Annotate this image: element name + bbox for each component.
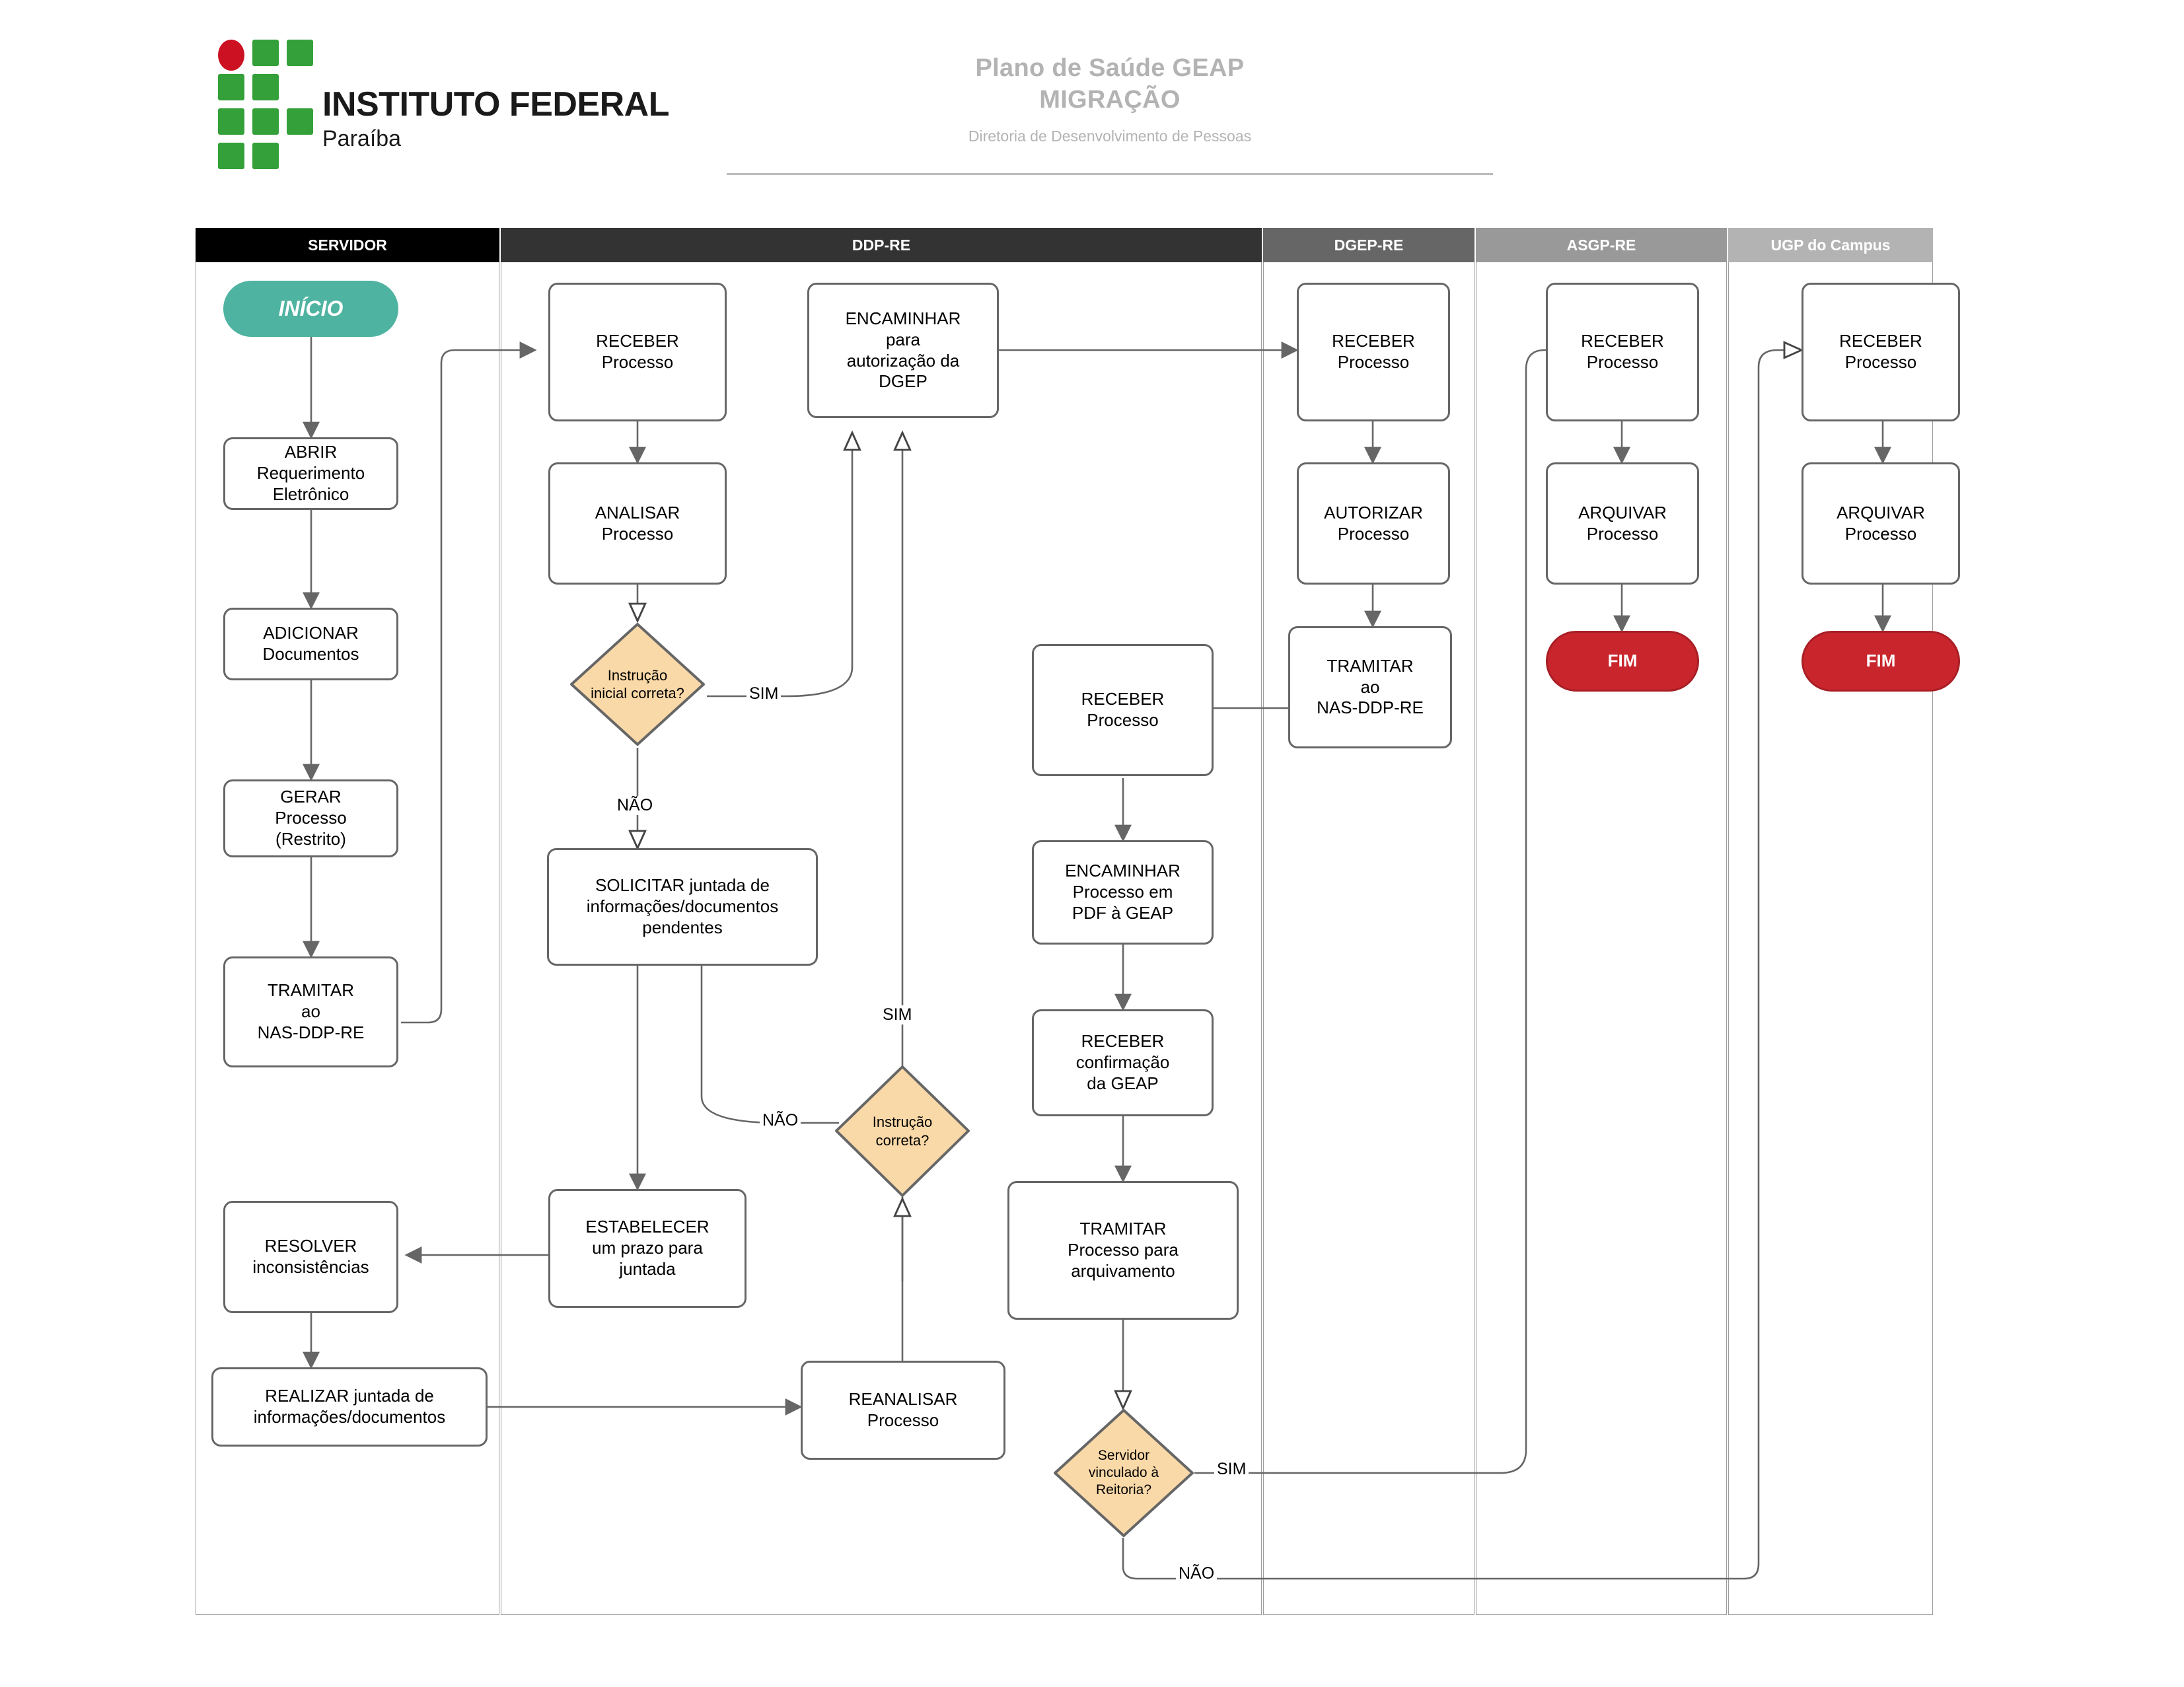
node-abrir-requerimento[interactable]: ABRIR Requerimento Eletrônico: [223, 437, 398, 510]
node-receber-processo-ddp-2[interactable]: RECEBER Processo: [1032, 644, 1214, 776]
edge-label-nao-reitoria: NÃO: [1176, 1564, 1218, 1583]
node-receber-processo-ddp[interactable]: RECEBER Processo: [548, 283, 727, 421]
node-reanalisar-processo[interactable]: REANALISAR Processo: [801, 1361, 1005, 1460]
node-analisar-processo[interactable]: ANALISAR Processo: [548, 462, 727, 585]
lane-dgep-re: DGEP-RE: [1263, 228, 1474, 1615]
node-decision-instrucao-correta[interactable]: Instrução correta?: [833, 1063, 972, 1199]
node-encaminhar-autorizacao-dgep[interactable]: ENCAMINHAR para autorização da DGEP: [807, 283, 999, 418]
page-title: Plano de Saúde GEAP: [975, 54, 1245, 82]
node-label: GERAR Processo (Restrito): [275, 787, 347, 849]
node-tramitar-nas-ddp-re-dgep[interactable]: TRAMITAR ao NAS-DDP-RE: [1288, 626, 1452, 748]
node-label: ADICIONAR Documentos: [262, 623, 359, 664]
node-label: REALIZAR juntada de informações/document…: [253, 1386, 446, 1427]
node-receber-processo-dgep[interactable]: RECEBER Processo: [1297, 283, 1450, 421]
node-label: TRAMITAR Processo para arquivamento: [1068, 1219, 1179, 1281]
node-tramitar-nas-ddp-re[interactable]: TRAMITAR ao NAS-DDP-RE: [223, 956, 398, 1067]
node-adicionar-documentos[interactable]: ADICIONAR Documentos: [223, 608, 398, 680]
node-tramitar-arquivamento[interactable]: TRAMITAR Processo para arquivamento: [1007, 1181, 1239, 1320]
lane-header-ddp-re: DDP-RE: [501, 228, 1262, 262]
node-solicitar-juntada[interactable]: SOLICITAR juntada de informações/documen…: [547, 848, 818, 966]
node-label: RECEBER Processo: [1581, 331, 1664, 372]
node-realizar-juntada[interactable]: REALIZAR juntada de informações/document…: [211, 1367, 488, 1447]
node-label: RECEBER Processo: [1081, 689, 1165, 730]
node-label: ANALISAR Processo: [595, 502, 680, 544]
lane-header-dgep-re: DGEP-RE: [1263, 228, 1474, 262]
document-title-block: Plano de Saúde GEAP MIGRAÇÃO Diretoria d…: [727, 53, 1493, 145]
lane-header-asgp-re: ASGP-RE: [1476, 228, 1727, 262]
node-label: ARQUIVAR Processo: [1837, 502, 1925, 544]
node-inicio[interactable]: INÍCIO: [223, 281, 398, 337]
node-label: RESOLVER inconsistências: [252, 1236, 369, 1277]
lane-header-ugp-campus: UGP do Campus: [1728, 228, 1933, 262]
page-department: Diretoria de Desenvolvimento de Pessoas: [968, 127, 1252, 145]
edge-label-sim-instrucao-correta: SIM: [880, 1005, 915, 1024]
node-label: FIM: [1607, 651, 1638, 671]
logo-subtitle: Paraíba: [322, 126, 402, 151]
lane-ugp-campus: UGP do Campus: [1728, 228, 1933, 1615]
node-encaminhar-pdf-geap[interactable]: ENCAMINHAR Processo em PDF à GEAP: [1032, 840, 1214, 945]
node-label: ABRIR Requerimento Eletrônico: [256, 442, 365, 504]
node-arquivar-processo-asgp[interactable]: ARQUIVAR Processo: [1546, 462, 1699, 585]
node-arquivar-processo-ugp[interactable]: ARQUIVAR Processo: [1802, 462, 1960, 585]
node-label: RECEBER Processo: [1332, 331, 1415, 372]
edge-label-nao-instrucao-inicial: NÃO: [614, 796, 656, 815]
node-resolver-inconsistencias[interactable]: RESOLVER inconsistências: [223, 1201, 398, 1313]
node-label: ENCAMINHAR Processo em PDF à GEAP: [1065, 861, 1181, 923]
lane-asgp-re: ASGP-RE: [1476, 228, 1727, 1615]
node-decision-servidor-vinculado-reitoria[interactable]: Servidor vinculado à Reitoria?: [1052, 1407, 1196, 1539]
node-receber-confirmacao-geap[interactable]: RECEBER confirmação da GEAP: [1032, 1009, 1214, 1116]
page-subtitle: MIGRAÇÃO: [1039, 85, 1181, 114]
node-fim-asgp[interactable]: FIM: [1546, 631, 1699, 692]
if-logo-mark: [218, 40, 314, 169]
node-label: SOLICITAR juntada de informações/documen…: [586, 875, 779, 937]
node-receber-processo-asgp[interactable]: RECEBER Processo: [1546, 283, 1699, 421]
node-label: REANALISAR Processo: [848, 1389, 958, 1430]
node-label: FIM: [1866, 651, 1896, 671]
edge-label-nao-instrucao-correta: NÃO: [760, 1111, 801, 1130]
node-autorizar-processo[interactable]: AUTORIZAR Processo: [1297, 462, 1450, 585]
lane-header-servidor: SERVIDOR: [196, 228, 499, 262]
edge-label-sim-reitoria: SIM: [1214, 1460, 1249, 1479]
node-label: TRAMITAR ao NAS-DDP-RE: [257, 980, 365, 1042]
institution-logo: INSTITUTO FEDERAL Paraíba: [218, 40, 680, 172]
header-divider: [727, 173, 1493, 175]
node-receber-processo-ugp[interactable]: RECEBER Processo: [1802, 283, 1960, 421]
node-decision-instrucao-inicial-correta[interactable]: Instrução inicial correta?: [568, 621, 707, 748]
node-label: RECEBER Processo: [1839, 331, 1922, 372]
node-gerar-processo[interactable]: GERAR Processo (Restrito): [223, 779, 398, 857]
node-estabelecer-prazo[interactable]: ESTABELECER um prazo para juntada: [548, 1189, 746, 1308]
node-fim-ugp[interactable]: FIM: [1802, 631, 1960, 692]
node-label: ENCAMINHAR para autorização da DGEP: [845, 308, 961, 392]
node-label: TRAMITAR ao NAS-DDP-RE: [1317, 655, 1424, 718]
node-label: RECEBER confirmação da GEAP: [1075, 1031, 1170, 1093]
logo-title: INSTITUTO FEDERAL: [322, 85, 669, 124]
node-label: AUTORIZAR Processo: [1324, 502, 1423, 544]
node-label: ARQUIVAR Processo: [1578, 502, 1667, 544]
edge-label-sim-instrucao-inicial: SIM: [746, 684, 782, 703]
node-label: RECEBER Processo: [596, 331, 679, 372]
node-label: ESTABELECER um prazo para juntada: [585, 1217, 710, 1279]
